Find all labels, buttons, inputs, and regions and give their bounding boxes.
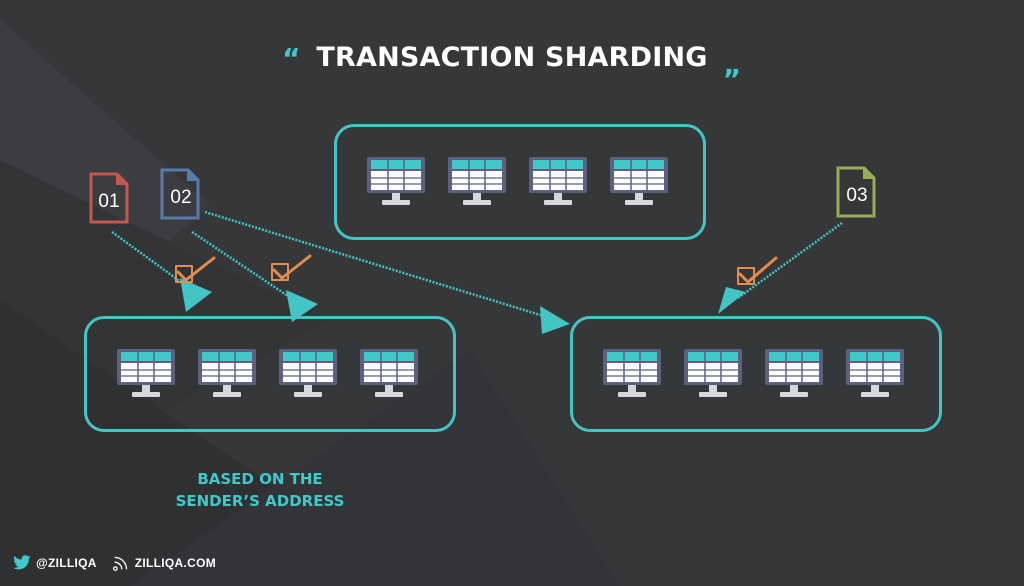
shard-box-top [334, 124, 706, 240]
twitter-bird-icon [13, 555, 31, 570]
slide-title: “ TRANSACTION SHARDING „ [0, 42, 1024, 81]
transaction-doc-icon [160, 168, 200, 220]
sharding-caption: BASED ON THE SENDER’S ADDRESS [160, 468, 360, 512]
server-node-icon [684, 349, 742, 397]
arrowhead-tx02b [540, 306, 570, 334]
server-node-icon [765, 349, 823, 397]
shard-box-left [84, 316, 456, 432]
footer-bar: @ZILLIQA ZILLIQA.COM [12, 548, 216, 578]
check-icon [738, 256, 778, 284]
server-node-icon [279, 349, 337, 397]
server-node-icon [529, 157, 587, 205]
twitter-handle[interactable]: @ZILLIQA [36, 556, 97, 570]
arrow-tx03-to-shard3 [737, 221, 843, 300]
transaction-label-02: 02 [170, 187, 192, 208]
transaction-label-01: 01 [98, 191, 120, 212]
server-node-icon [360, 349, 418, 397]
rss-feed-icon [112, 556, 128, 571]
server-node-icon [198, 349, 256, 397]
server-node-icon [846, 349, 904, 397]
title-text: TRANSACTION SHARDING [316, 42, 708, 73]
server-node-icon [603, 349, 661, 397]
check-icon [176, 256, 216, 282]
check-icon [272, 254, 312, 280]
arrowhead-tx01 [180, 278, 212, 312]
arrow-tx02-to-shard3 [204, 210, 551, 320]
caption-line-2: SENDER’S ADDRESS [175, 492, 345, 510]
server-node-icon [610, 157, 668, 205]
server-node-icon [448, 157, 506, 205]
caption-line-1: BASED ON THE [197, 470, 323, 488]
server-node-icon [367, 157, 425, 205]
arrowhead-tx03 [718, 287, 746, 314]
transaction-doc-icon [836, 166, 876, 218]
arrowhead-tx02 [286, 290, 318, 322]
transaction-label-03: 03 [846, 185, 868, 206]
close-quote-mark: „ [723, 48, 742, 81]
server-node-icon [117, 349, 175, 397]
arrow-tx02-to-shard1 [191, 230, 295, 302]
transaction-doc-icon [89, 172, 129, 224]
shard-box-right [570, 316, 942, 432]
open-quote-mark: “ [282, 42, 301, 75]
website-link[interactable]: ZILLIQA.COM [134, 556, 217, 570]
arrow-tx01-to-shard1 [111, 230, 193, 292]
